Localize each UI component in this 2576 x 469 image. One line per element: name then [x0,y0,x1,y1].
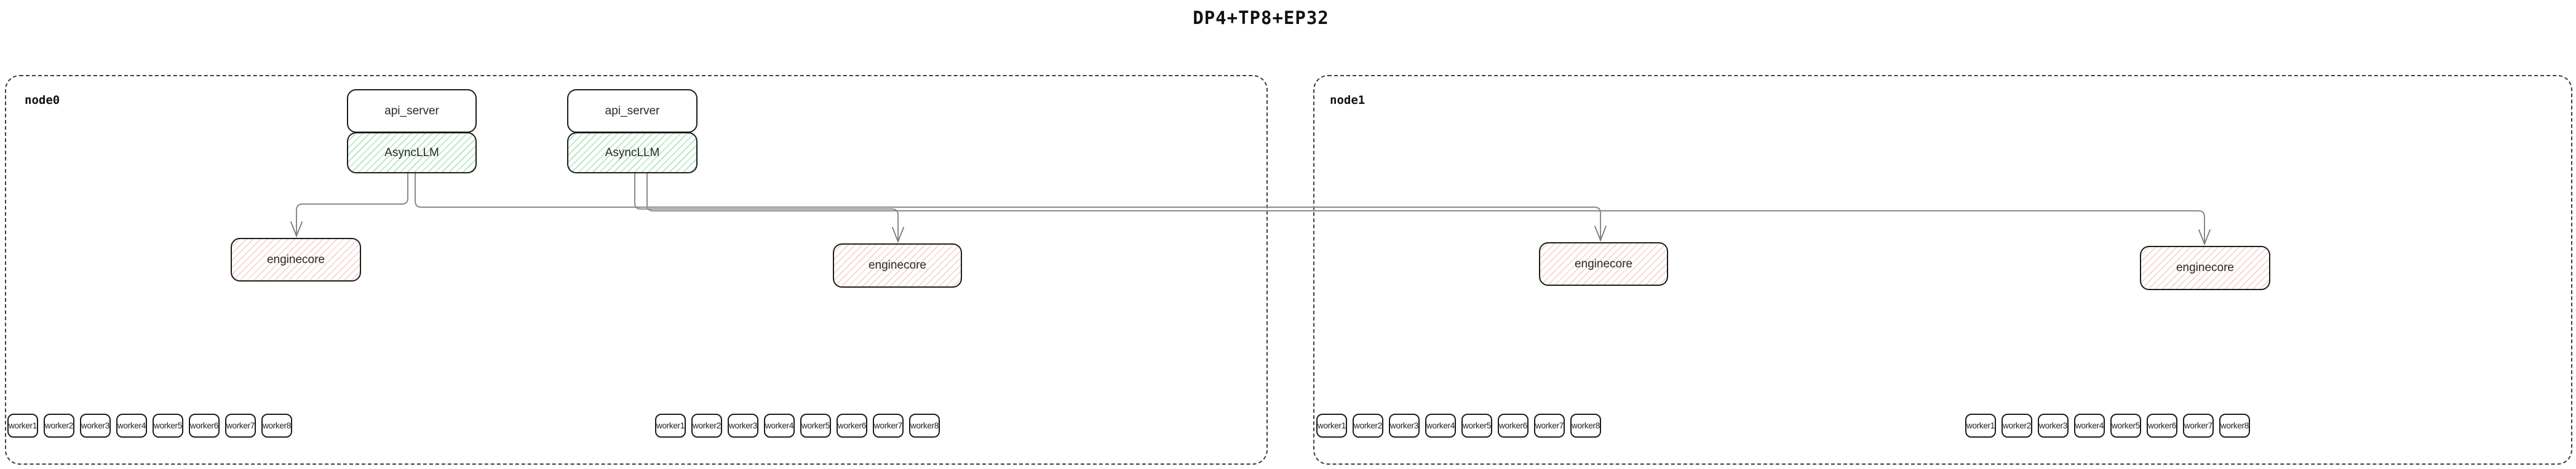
worker-box: worker8 [909,414,940,438]
worker-box: worker3 [2038,414,2069,438]
worker-box: worker7 [225,414,256,438]
worker-box: worker2 [44,414,74,438]
enginecore-box-node1-2: enginecore [2140,246,2270,290]
worker-box: worker1 [1965,414,1996,438]
worker-box: worker5 [1461,414,1492,438]
worker-box: worker5 [153,414,183,438]
worker-box: worker1 [7,414,38,438]
worker-box: worker2 [1353,414,1383,438]
worker-box: worker3 [728,414,758,438]
worker-box: worker8 [2219,414,2250,438]
worker-box: worker1 [655,414,686,438]
worker-box: worker2 [2002,414,2032,438]
worker-box: worker1 [1316,414,1347,438]
asyncllm-box-2: AsyncLLM [567,132,698,173]
worker-row-node0-2: worker1 worker2 worker3 worker4 worker5 … [655,414,940,438]
worker-box: worker3 [80,414,111,438]
worker-box: worker4 [2074,414,2105,438]
enginecore-box-node1-1: enginecore [1539,242,1668,286]
worker-box: worker4 [1425,414,1456,438]
worker-box: worker6 [1498,414,1529,438]
api-server-box-1: api_server [347,89,477,133]
worker-row-node0-1: worker1 worker2 worker3 worker4 worker5 … [7,414,292,438]
worker-box: worker7 [1534,414,1565,438]
node0-container [5,75,1268,465]
worker-box: worker6 [2147,414,2177,438]
worker-box: worker7 [2183,414,2214,438]
worker-box: worker8 [1570,414,1601,438]
worker-box: worker6 [837,414,867,438]
enginecore-box-node0-2: enginecore [833,243,962,288]
worker-box: worker7 [873,414,904,438]
worker-box: worker4 [116,414,147,438]
api-server-box-2: api_server [567,89,698,133]
node0-label: node0 [25,93,60,107]
worker-box: worker5 [800,414,831,438]
diagram-title: DP4+TP8+EP32 [1193,7,1329,28]
node1-container [1313,75,2572,465]
worker-box: worker4 [764,414,795,438]
worker-row-node1-2: worker1 worker2 worker3 worker4 worker5 … [1965,414,2250,438]
asyncllm-box-1: AsyncLLM [347,132,477,173]
worker-box: worker5 [2110,414,2141,438]
enginecore-box-node0-1: enginecore [231,238,361,282]
worker-box: worker8 [261,414,292,438]
worker-row-node1-1: worker1 worker2 worker3 worker4 worker5 … [1316,414,1601,438]
worker-box: worker2 [691,414,722,438]
worker-box: worker6 [189,414,220,438]
worker-box: worker3 [1389,414,1420,438]
node1-label: node1 [1330,93,1366,107]
